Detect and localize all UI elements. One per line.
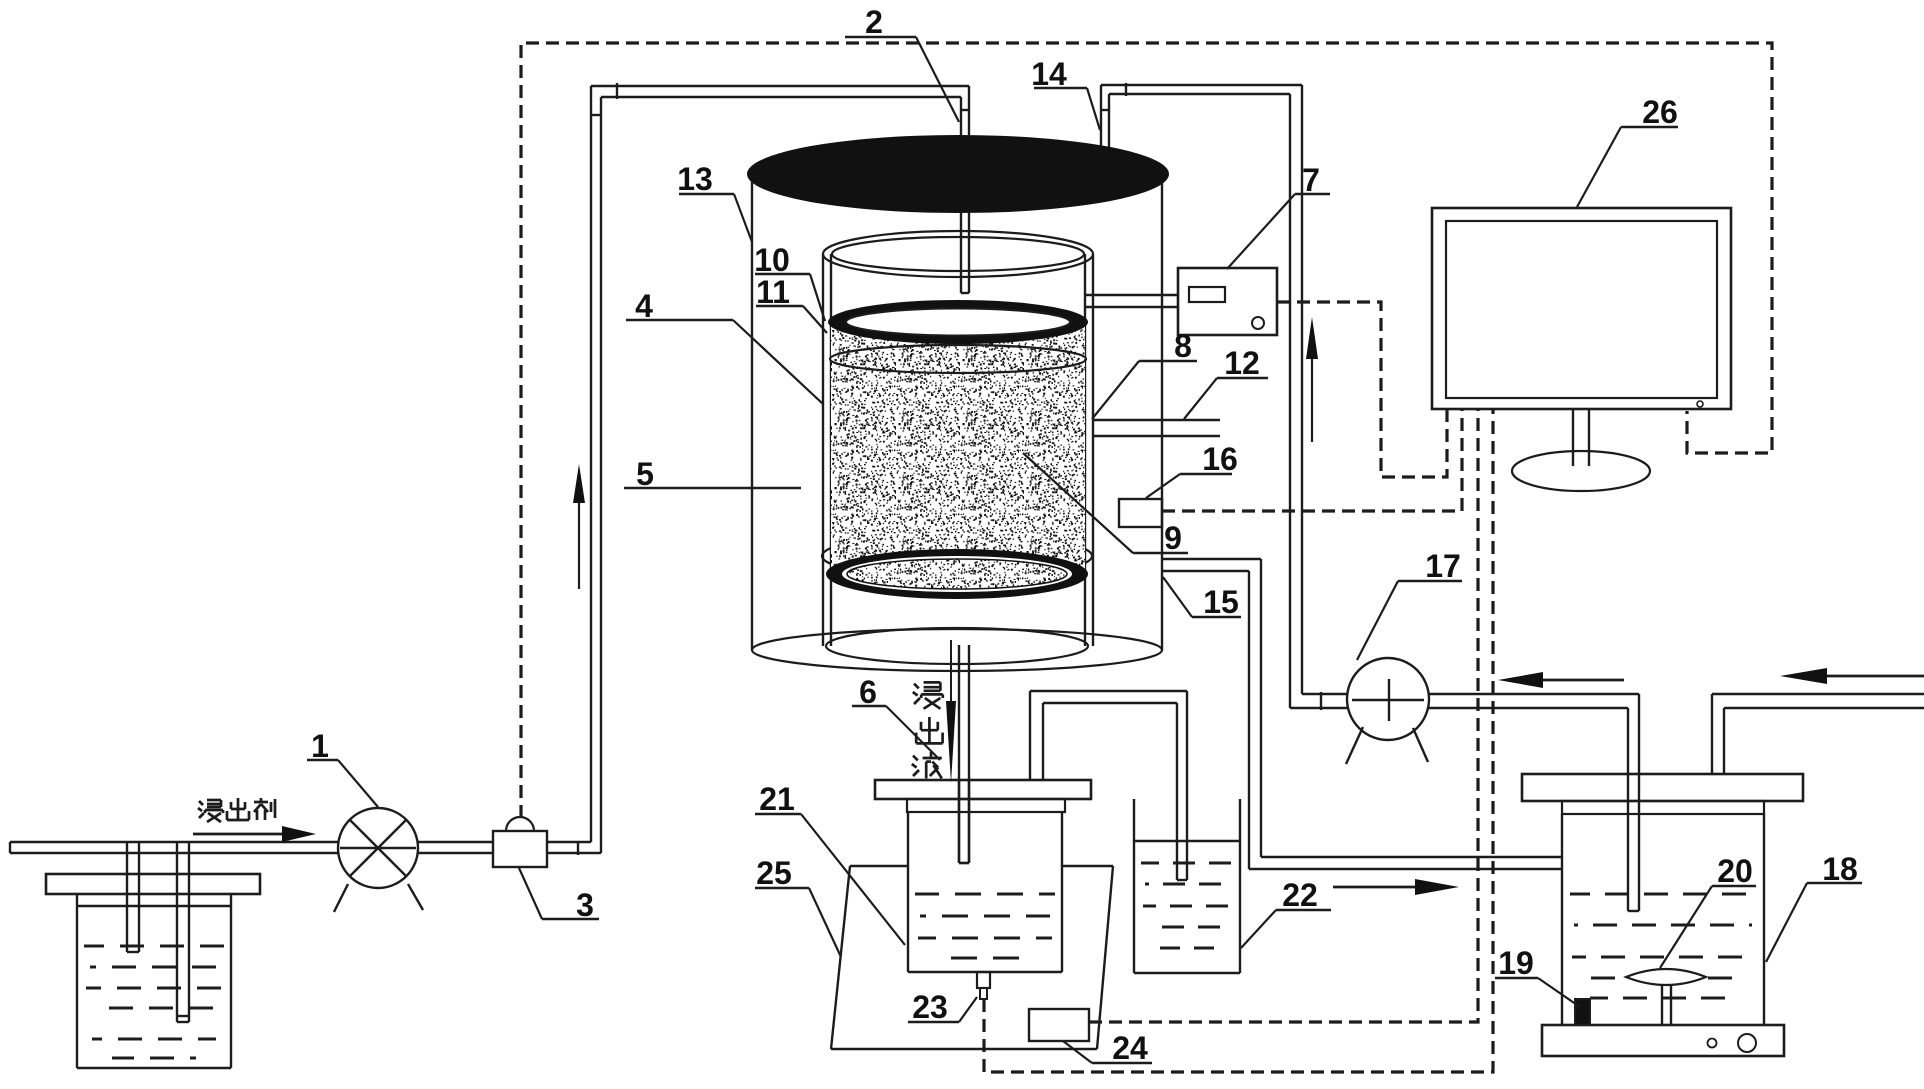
svg-text:2: 2 — [865, 4, 883, 40]
svg-text:8: 8 — [1174, 328, 1192, 364]
svg-text:17: 17 — [1425, 548, 1461, 584]
svg-text:16: 16 — [1202, 441, 1238, 477]
svg-text:6: 6 — [859, 674, 877, 710]
svg-text:25: 25 — [756, 855, 792, 891]
svg-text:24: 24 — [1112, 1030, 1148, 1066]
svg-text:7: 7 — [1302, 162, 1320, 198]
svg-text:9: 9 — [1164, 520, 1182, 556]
svg-text:4: 4 — [635, 288, 653, 324]
svg-text:22: 22 — [1282, 877, 1318, 913]
svg-text:14: 14 — [1031, 56, 1067, 92]
svg-text:21: 21 — [759, 781, 795, 817]
svg-text:18: 18 — [1822, 851, 1858, 887]
svg-text:12: 12 — [1224, 345, 1260, 381]
svg-text:3: 3 — [576, 887, 594, 923]
svg-text:13: 13 — [677, 161, 713, 197]
svg-text:10: 10 — [754, 242, 790, 278]
svg-text:15: 15 — [1203, 584, 1239, 620]
svg-text:20: 20 — [1717, 853, 1753, 889]
svg-text:11: 11 — [756, 274, 790, 310]
svg-text:23: 23 — [912, 989, 948, 1025]
svg-text:26: 26 — [1642, 94, 1678, 130]
svg-text:19: 19 — [1498, 945, 1534, 981]
svg-text:5: 5 — [636, 456, 654, 492]
svg-text:1: 1 — [311, 728, 329, 764]
